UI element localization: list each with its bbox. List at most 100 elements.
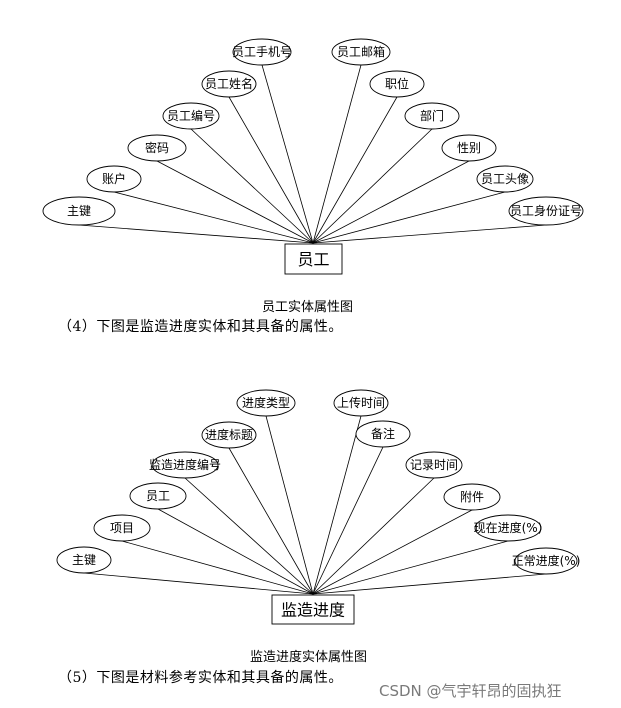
connector-line xyxy=(228,96,314,244)
connector-line xyxy=(184,477,314,595)
connector-line xyxy=(312,509,473,595)
attribute-node: 备注 xyxy=(355,420,411,448)
connector-line xyxy=(121,540,314,595)
attribute-ellipse xyxy=(93,514,151,542)
paragraph-5: （5）下图是材料参考实体和其具备的属性。 xyxy=(58,670,343,686)
attribute-node: 员工姓名 xyxy=(201,70,257,98)
attribute-node: 记录时间 xyxy=(405,451,463,479)
attribute-label: 员工姓名 xyxy=(205,76,253,91)
entity-node: 员工 xyxy=(284,243,343,275)
connector-line xyxy=(157,508,314,595)
attribute-ellipse xyxy=(404,102,460,130)
attribute-node: 进度标题 xyxy=(201,421,257,449)
attribute-ellipse xyxy=(474,514,542,542)
attribute-label: 员工手机号 xyxy=(232,45,292,59)
attribute-ellipse xyxy=(201,70,257,98)
attribute-node: 现在进度(%) xyxy=(474,514,543,542)
diagram1-caption: 员工实体属性图 xyxy=(262,300,354,315)
connector-line xyxy=(312,446,384,595)
attribute-ellipse xyxy=(42,196,116,226)
attribute-ellipse xyxy=(476,165,534,193)
attribute-node: 主键 xyxy=(42,196,116,226)
connector-line xyxy=(228,447,314,595)
connector-line xyxy=(312,224,547,244)
connector-line xyxy=(312,96,398,244)
attribute-label: 部门 xyxy=(420,108,444,123)
entity-label: 监造进度 xyxy=(281,601,345,620)
attribute-label: 现在进度(%) xyxy=(474,520,543,535)
attribute-node: 正常进度(%) xyxy=(512,547,580,575)
attribute-label: 项目 xyxy=(110,521,134,535)
attribute-node: 进度类型 xyxy=(236,389,296,417)
connector-line xyxy=(312,415,362,595)
attribute-node: 密码 xyxy=(127,134,187,162)
paragraph-4: （4）下图是监造进度实体和其具备的属性。 xyxy=(58,319,343,335)
attribute-ellipse xyxy=(201,421,257,449)
attribute-node: 监造进度编号 xyxy=(149,451,221,479)
attribute-label: 密码 xyxy=(145,140,169,155)
attribute-label: 员工编号 xyxy=(167,108,215,123)
attribute-ellipse xyxy=(56,546,112,574)
diagram2-caption: 监造进度实体属性图 xyxy=(250,650,368,665)
attribute-node: 职位 xyxy=(369,70,425,98)
attribute-node: 员工头像 xyxy=(476,165,534,193)
connector-line xyxy=(312,128,433,244)
connector-line xyxy=(261,64,314,244)
attribute-node: 项目 xyxy=(93,514,151,542)
connector-line xyxy=(83,572,314,595)
attribute-label: 进度类型 xyxy=(242,395,290,410)
attribute-node: 员工手机号 xyxy=(232,38,292,66)
attribute-label: 备注 xyxy=(371,426,395,441)
connector-line xyxy=(113,191,314,244)
attribute-label: 主键 xyxy=(72,553,96,567)
attribute-ellipse xyxy=(236,389,296,417)
attribute-node: 附件 xyxy=(443,483,501,511)
watermark-text: CSDN @气宇轩昂的固执狂 xyxy=(379,682,562,700)
attribute-label: 员工邮箱 xyxy=(337,44,385,59)
connector-line xyxy=(312,191,506,244)
attribute-ellipse xyxy=(369,70,425,98)
attribute-label: 性别 xyxy=(457,141,481,155)
attribute-label: 账户 xyxy=(102,171,126,186)
connector-line xyxy=(312,64,362,244)
attribute-ellipse xyxy=(355,420,411,448)
attribute-ellipse xyxy=(443,483,501,511)
attribute-ellipse xyxy=(441,134,497,162)
attribute-ellipse xyxy=(232,38,292,66)
attribute-ellipse xyxy=(333,389,389,417)
attribute-label: 员工头像 xyxy=(481,172,529,186)
attribute-ellipse xyxy=(331,38,391,66)
attribute-node: 性别 xyxy=(441,134,497,162)
attribute-label: 监造进度编号 xyxy=(149,457,221,472)
attribute-node: 员工编号 xyxy=(162,102,220,130)
attribute-ellipse xyxy=(162,102,220,130)
attribute-ellipse xyxy=(86,165,142,193)
attribute-label: 员工身份证号 xyxy=(510,203,582,218)
attribute-node: 员工身份证号 xyxy=(508,196,584,226)
entity-label: 员工 xyxy=(297,250,329,269)
attribute-label: 主键 xyxy=(67,204,91,218)
attribute-ellipse xyxy=(514,547,578,575)
attribute-node: 上传时间 xyxy=(333,389,389,417)
connector-line xyxy=(312,573,547,595)
connector-line xyxy=(312,540,509,595)
attribute-label: 进度标题 xyxy=(205,427,253,442)
connector-line xyxy=(78,224,314,244)
connector-line xyxy=(312,160,470,244)
attribute-label: 附件 xyxy=(460,490,484,504)
attribute-node: 主键 xyxy=(56,546,112,574)
attribute-ellipse xyxy=(151,451,219,479)
connector-line xyxy=(156,160,314,244)
entity-box xyxy=(271,594,355,625)
attribute-label: 上传时间 xyxy=(337,395,385,410)
attribute-ellipse xyxy=(405,451,463,479)
attribute-label: 记录时间 xyxy=(410,458,458,472)
attribute-node: 账户 xyxy=(86,165,142,193)
attribute-label: 员工 xyxy=(146,489,170,503)
attribute-ellipse xyxy=(129,482,187,510)
entity-node: 监造进度 xyxy=(271,594,355,625)
attribute-ellipse xyxy=(508,196,584,226)
attribute-node: 员工邮箱 xyxy=(331,38,391,66)
attribute-ellipse xyxy=(127,134,187,162)
